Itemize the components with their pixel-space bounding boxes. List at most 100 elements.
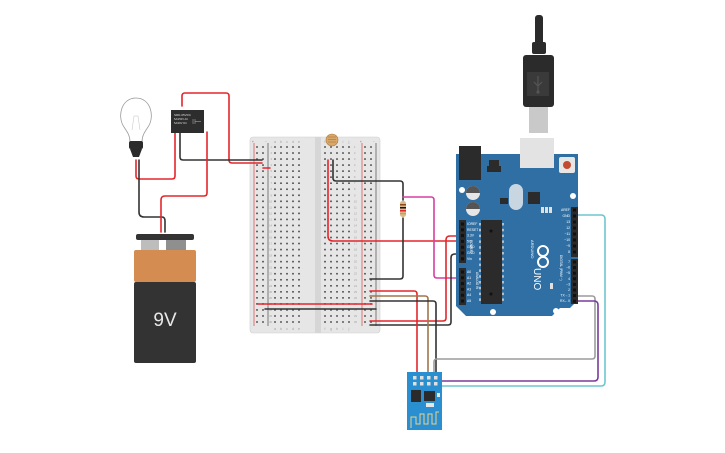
breadboard-hole[interactable] [330, 152, 332, 154]
breadboard-hole[interactable] [336, 284, 338, 287]
breadboard-hole[interactable] [330, 297, 332, 299]
breadboard-hole[interactable] [342, 206, 344, 209]
breadboard-hole[interactable] [370, 182, 372, 185]
breadboard-hole[interactable] [342, 266, 344, 269]
breadboard-hole[interactable] [298, 242, 300, 245]
breadboard-hole[interactable] [292, 164, 294, 166]
breadboard-hole[interactable] [292, 309, 294, 311]
breadboard-hole[interactable] [364, 200, 366, 203]
breadboard-hole[interactable] [262, 164, 264, 166]
breadboard-hole[interactable] [364, 182, 366, 185]
breadboard-hole[interactable] [298, 236, 300, 239]
breadboard-hole[interactable] [324, 218, 326, 221]
breadboard-hole[interactable] [256, 284, 258, 287]
wire-red-3v3-to-breadboard[interactable] [369, 235, 462, 322]
header-pin[interactable] [573, 266, 576, 270]
breadboard-hole[interactable] [286, 236, 288, 239]
breadboard-hole[interactable] [342, 315, 344, 317]
breadboard-hole[interactable] [348, 230, 350, 233]
breadboard-hole[interactable] [364, 297, 366, 299]
breadboard-hole[interactable] [262, 146, 264, 148]
breadboard-hole[interactable] [256, 182, 258, 185]
breadboard-hole[interactable] [324, 297, 326, 299]
breadboard-hole[interactable] [274, 321, 276, 323]
breadboard-hole[interactable] [280, 218, 282, 221]
breadboard-hole[interactable] [348, 266, 350, 269]
breadboard-hole[interactable] [364, 284, 366, 287]
breadboard-hole[interactable] [292, 321, 294, 323]
breadboard-hole[interactable] [348, 146, 350, 148]
header-pin[interactable] [461, 299, 464, 303]
breadboard-hole[interactable] [286, 266, 288, 269]
breadboard-hole[interactable] [364, 176, 366, 178]
breadboard-hole[interactable] [280, 315, 282, 317]
breadboard-hole[interactable] [342, 272, 344, 275]
breadboard-hole[interactable] [370, 170, 372, 172]
breadboard-hole[interactable] [286, 272, 288, 275]
breadboard-hole[interactable] [292, 278, 294, 281]
breadboard-hole[interactable] [256, 164, 258, 166]
breadboard-hole[interactable] [342, 297, 344, 299]
breadboard-hole[interactable] [256, 230, 258, 233]
breadboard-hole[interactable] [298, 284, 300, 287]
breadboard-hole[interactable] [324, 182, 326, 185]
breadboard-hole[interactable] [370, 146, 372, 148]
breadboard-hole[interactable] [298, 248, 300, 251]
breadboard-hole[interactable] [262, 321, 264, 323]
breadboard-hole[interactable] [274, 309, 276, 311]
breadboard-hole[interactable] [330, 284, 332, 287]
breadboard-hole[interactable] [370, 309, 372, 311]
breadboard-hole[interactable] [324, 254, 326, 257]
breadboard-hole[interactable] [324, 152, 326, 154]
breadboard-hole[interactable] [298, 315, 300, 317]
breadboard-hole[interactable] [324, 164, 326, 166]
breadboard-hole[interactable] [262, 254, 264, 257]
header-pin[interactable] [461, 257, 464, 261]
breadboard-hole[interactable] [330, 206, 332, 209]
breadboard-hole[interactable] [274, 212, 276, 215]
breadboard-hole[interactable] [262, 315, 264, 317]
breadboard-hole[interactable] [336, 297, 338, 299]
breadboard-hole[interactable] [256, 212, 258, 215]
breadboard-hole[interactable] [336, 200, 338, 203]
header-pin[interactable] [573, 232, 576, 236]
breadboard-hole[interactable] [342, 309, 344, 311]
breadboard-hole[interactable] [274, 164, 276, 166]
breadboard-hole[interactable] [262, 182, 264, 185]
breadboard-hole[interactable] [274, 152, 276, 154]
breadboard-hole[interactable] [364, 254, 366, 257]
breadboard-hole[interactable] [280, 242, 282, 245]
breadboard-hole[interactable] [286, 146, 288, 148]
wire-black-gnd-to-breadboard[interactable] [369, 253, 462, 326]
breadboard-hole[interactable] [292, 182, 294, 185]
breadboard-hole[interactable] [370, 224, 372, 227]
breadboard-hole[interactable] [342, 230, 344, 233]
breadboard-hole[interactable] [292, 188, 294, 191]
resistor[interactable] [400, 201, 406, 217]
breadboard-hole[interactable] [336, 188, 338, 191]
breadboard-hole[interactable] [298, 260, 300, 263]
breadboard-hole[interactable] [364, 158, 366, 160]
breadboard-hole[interactable] [336, 182, 338, 185]
header-pin[interactable] [461, 282, 464, 286]
breadboard-hole[interactable] [370, 200, 372, 203]
breadboard-hole[interactable] [256, 321, 258, 323]
breadboard-hole[interactable] [324, 260, 326, 263]
breadboard-hole[interactable] [342, 164, 344, 166]
breadboard-hole[interactable] [342, 248, 344, 251]
breadboard-hole[interactable] [262, 170, 264, 172]
arduino-uno[interactable]: IOREFRESET3.3V5VGNDGNDVinA0A1A2A3A4A5ARE… [456, 138, 578, 316]
breadboard-hole[interactable] [324, 206, 326, 209]
breadboard-hole[interactable] [336, 230, 338, 233]
breadboard-hole[interactable] [324, 248, 326, 251]
breadboard-hole[interactable] [370, 272, 372, 275]
breadboard-hole[interactable] [330, 164, 332, 166]
breadboard-hole[interactable] [256, 242, 258, 245]
breadboard-hole[interactable] [286, 278, 288, 281]
breadboard-hole[interactable] [370, 176, 372, 178]
header-pin[interactable] [573, 299, 576, 303]
breadboard-hole[interactable] [364, 170, 366, 172]
breadboard-hole[interactable] [280, 254, 282, 257]
breadboard-hole[interactable] [280, 224, 282, 227]
